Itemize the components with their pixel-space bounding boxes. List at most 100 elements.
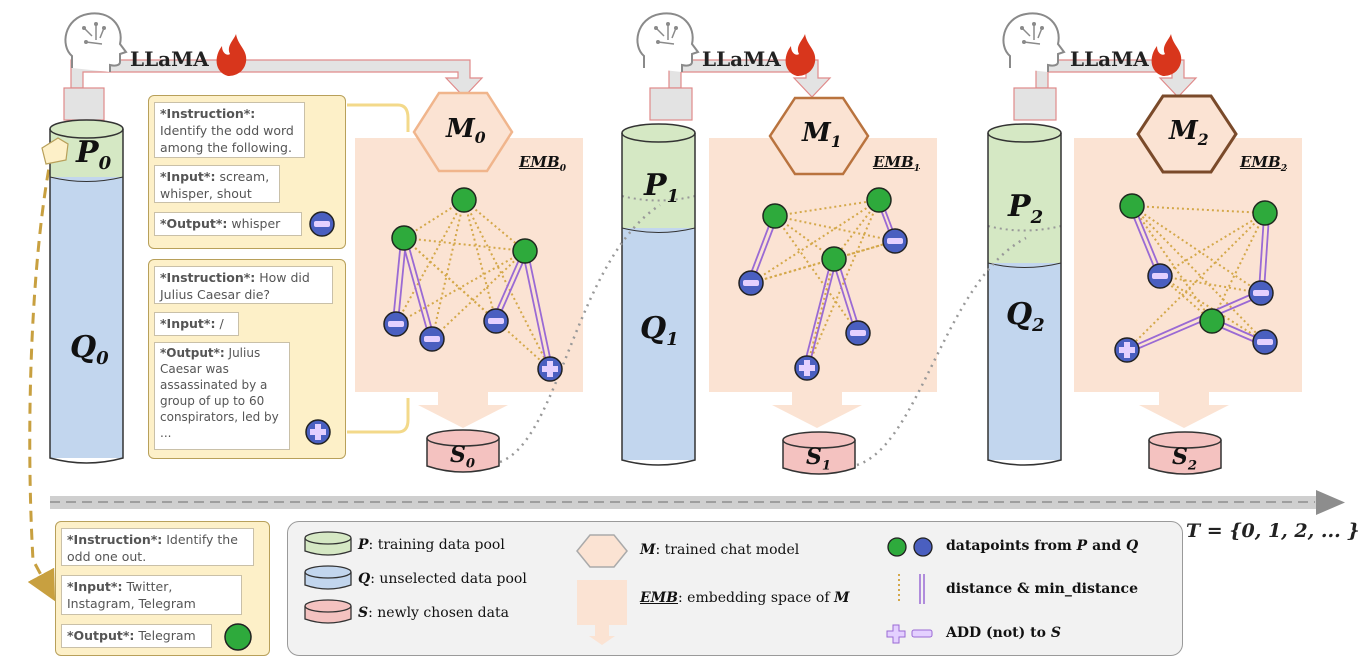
selected-label-0: S0 bbox=[450, 442, 476, 472]
data-cylinder-0 bbox=[49, 119, 124, 464]
legend-add-text: ADD (not) to S bbox=[946, 625, 1061, 641]
instruction-field: *Instruction*: How did Julius Caesar die… bbox=[154, 266, 333, 304]
input-field: *Input*: Twitter, Instagram, Telegram bbox=[61, 575, 242, 615]
plus-node-icon bbox=[305, 419, 331, 445]
legend-selected-icon bbox=[304, 599, 352, 624]
green-point-icon bbox=[224, 623, 252, 651]
plus-node-icon bbox=[537, 356, 563, 382]
pool-datapoint bbox=[762, 203, 788, 229]
legend-minus-icon bbox=[911, 629, 933, 638]
model-hexagon-2 bbox=[1136, 94, 1238, 174]
output-field: *Output*: whisper bbox=[154, 212, 302, 236]
pool-datapoint bbox=[866, 187, 892, 213]
legend-points-text: datapoints from P and Q bbox=[946, 538, 1139, 554]
pool-datapoint bbox=[512, 238, 538, 264]
pool-label-2: P2 bbox=[1008, 189, 1044, 228]
pool-label-0: P0 bbox=[76, 135, 112, 174]
legend-model-hexagon-icon bbox=[576, 534, 628, 568]
feedback-link-0 bbox=[499, 203, 661, 464]
pool-label-1: P1 bbox=[644, 168, 680, 207]
instruction-field: *Instruction*: Identify the odd one out. bbox=[61, 528, 254, 566]
output-field: *Output*: Telegram bbox=[61, 624, 212, 648]
pool-datapoint bbox=[391, 225, 417, 251]
legend-blue-point-icon bbox=[913, 537, 933, 557]
plus-node-icon bbox=[794, 355, 820, 381]
data-cylinder-1 bbox=[621, 123, 696, 466]
input-field: *Input*: / bbox=[154, 312, 239, 336]
minus-node-icon bbox=[383, 311, 409, 337]
input-field: *Input*: scream, whisper, shout bbox=[154, 165, 280, 203]
minus-node-icon bbox=[1252, 329, 1278, 355]
legend-model-text: M: trained chat model bbox=[640, 542, 800, 558]
pool-datapoint bbox=[451, 187, 477, 213]
green-nodes bbox=[391, 187, 1278, 334]
card-bracket-bottom bbox=[347, 398, 410, 434]
pool-datapoint bbox=[1199, 308, 1225, 334]
pool-datapoint bbox=[1252, 200, 1278, 226]
legend-embedding-icon bbox=[577, 580, 627, 625]
legend-box bbox=[287, 521, 1183, 656]
minus-node-icon bbox=[309, 211, 335, 237]
minus-node-icon bbox=[1248, 280, 1274, 306]
instruction-field: *Instruction*: Identify the odd word amo… bbox=[154, 102, 305, 158]
legend-pool-text: P: training data pool bbox=[358, 537, 505, 553]
brain-head-icon bbox=[636, 12, 700, 72]
minus-node-icon bbox=[419, 326, 445, 352]
plus-nodes bbox=[537, 337, 1140, 382]
minus-node-icon bbox=[1147, 263, 1173, 289]
model-label-2: M2 bbox=[1169, 116, 1209, 150]
plus-node-icon bbox=[1114, 337, 1140, 363]
example-arrow bbox=[27, 151, 56, 602]
fire-icon bbox=[785, 34, 816, 76]
model-label-1: M1 bbox=[802, 118, 842, 152]
timeline-label: T = {0, 1, 2, ... } bbox=[1186, 520, 1360, 542]
legend-green-point-icon bbox=[887, 537, 907, 557]
minus-node-icon bbox=[483, 308, 509, 334]
legend-selected-text: S: newly chosen data bbox=[358, 605, 509, 621]
fire-icon bbox=[1151, 34, 1182, 76]
llama-label-2: LLaMA bbox=[1070, 47, 1149, 71]
feedback-link-1 bbox=[856, 236, 1027, 467]
minus-node-icon bbox=[738, 270, 764, 296]
legend-distance-text: distance & min_distance bbox=[946, 581, 1138, 597]
unselected-label-2: Q2 bbox=[1006, 297, 1045, 336]
model-hexagon-1 bbox=[768, 96, 870, 176]
fire-icon bbox=[216, 34, 247, 76]
legend-unselected-text: Q: unselected data pool bbox=[358, 571, 527, 587]
down-arrow-0 bbox=[418, 392, 508, 428]
model-label-0: M0 bbox=[446, 114, 486, 148]
legend-unselected-icon bbox=[304, 565, 352, 590]
down-arrow-2 bbox=[1139, 392, 1229, 428]
card-bracket-top bbox=[347, 103, 410, 132]
brain-head-icon bbox=[1002, 12, 1066, 72]
selected-cylinder-1 bbox=[782, 431, 856, 475]
legend-min-distance-icon bbox=[919, 574, 925, 604]
selected-label-1: S1 bbox=[806, 444, 832, 474]
llama-label-0: LLaMA bbox=[130, 47, 209, 71]
example-card-2: *Instruction*: Identify the odd one out.… bbox=[55, 521, 270, 656]
embedding-graph-2 bbox=[1126, 205, 1270, 353]
selected-cylinder-0 bbox=[426, 429, 500, 473]
data-cylinder-2 bbox=[987, 123, 1062, 466]
example-card-0: *Instruction*: Identify the odd word amo… bbox=[148, 95, 346, 249]
embedding-space-0 bbox=[355, 138, 583, 392]
llama-label-1: LLaMA bbox=[702, 47, 781, 71]
embedding-label-1: EMB1 bbox=[873, 153, 920, 174]
pool-datapoint bbox=[1119, 193, 1145, 219]
minus-nodes bbox=[383, 228, 1278, 355]
minus-node-icon bbox=[882, 228, 908, 254]
brain-head-icon bbox=[64, 12, 128, 72]
embedding-label-0: EMB0 bbox=[519, 153, 566, 174]
legend-plus-icon bbox=[886, 624, 906, 644]
minus-node-icon bbox=[845, 320, 871, 346]
document-icon bbox=[41, 137, 69, 165]
selected-label-2: S2 bbox=[1172, 444, 1198, 474]
legend-embedding-text: EMB: embedding space of M bbox=[640, 590, 850, 606]
embedding-label-2: EMB2 bbox=[1240, 153, 1287, 174]
embedding-graph-0 bbox=[392, 199, 553, 370]
pool-datapoint bbox=[821, 246, 847, 272]
unselected-label-0: Q0 bbox=[70, 330, 109, 369]
llama-arrow-0 bbox=[63, 59, 484, 121]
down-arrow-1 bbox=[772, 392, 862, 428]
